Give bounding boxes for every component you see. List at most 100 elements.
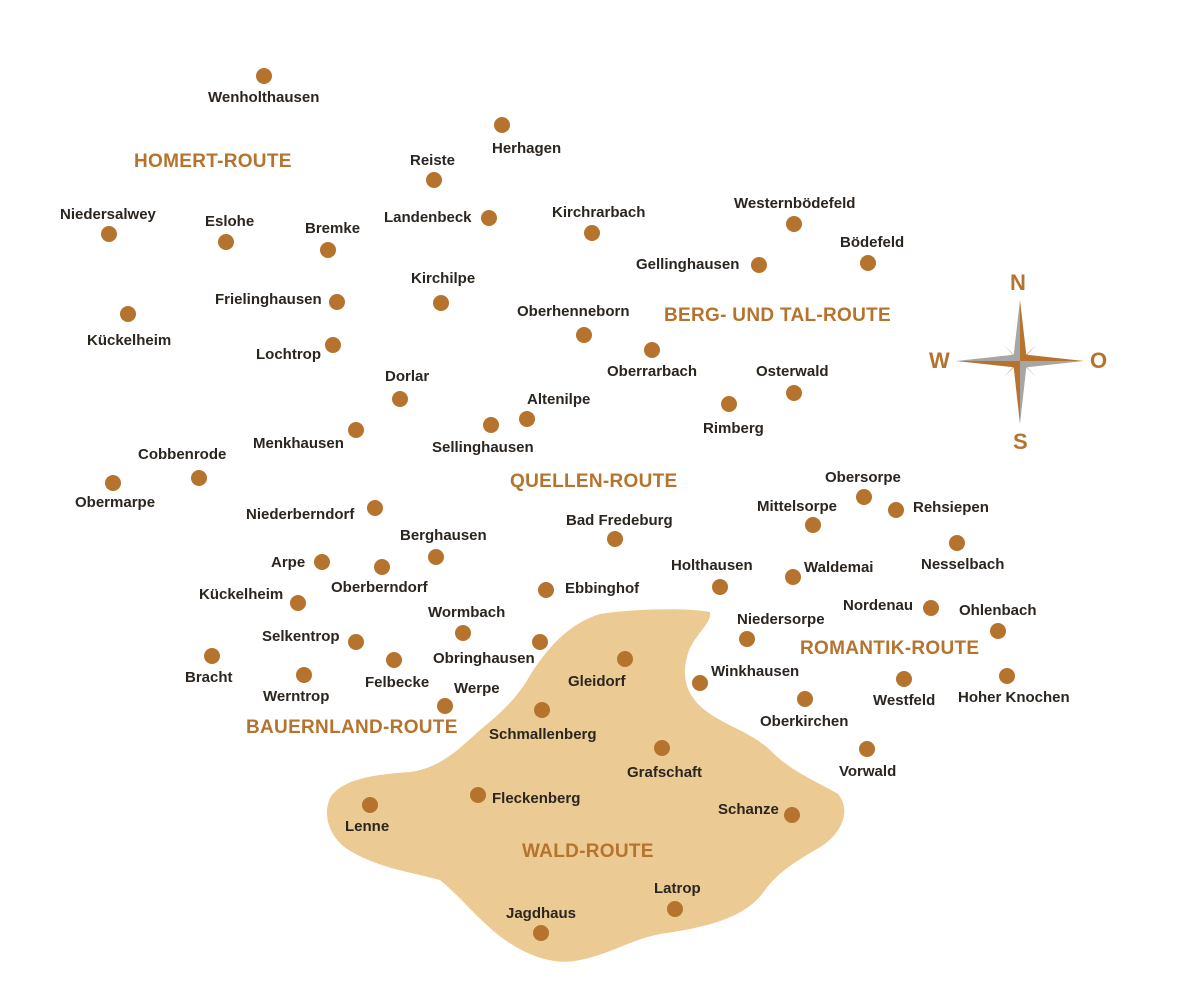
route-label-quellen[interactable]: QUELLEN-ROUTE [510, 471, 678, 492]
dot-obersorpe[interactable] [856, 489, 872, 505]
place-label-fleckenberg: Fleckenberg [492, 790, 581, 807]
dot-ohlenbach[interactable] [990, 623, 1006, 639]
place-label-nordenau: Nordenau [843, 597, 914, 614]
dot-wenholthausen[interactable] [256, 68, 272, 84]
dot-oberberndorf[interactable] [374, 559, 390, 575]
place-label-bremke: Bremke [305, 220, 361, 237]
dot-latrop[interactable] [667, 901, 683, 917]
dot-osterwald[interactable] [786, 385, 802, 401]
place-label-schmallenberg: Schmallenberg [489, 726, 597, 743]
place-label-boedefeld: Bödefeld [840, 234, 905, 251]
place-label-kirchilpe: Kirchilpe [411, 270, 476, 287]
dot-niedersorpe[interactable] [739, 631, 755, 647]
place-label-rimberg: Rimberg [703, 420, 764, 437]
place-label-lochtrop: Lochtrop [256, 346, 321, 363]
dot-westfeld[interactable] [896, 671, 912, 687]
route-label-romantik[interactable]: ROMANTIK-ROUTE [800, 638, 980, 659]
dot-fleckenberg[interactable] [470, 787, 486, 803]
dot-oberhenneborn[interactable] [576, 327, 592, 343]
place-label-selkentrop: Selkentrop [262, 628, 340, 645]
place-label-oberrarbach: Oberrarbach [607, 363, 698, 380]
place-label-landenbeck: Landenbeck [384, 209, 472, 226]
dot-jagdhaus[interactable] [533, 925, 549, 941]
compass-north-label: N [1010, 270, 1026, 295]
dot-eslohe[interactable] [218, 234, 234, 250]
place-label-frielinghausen: Frielinghausen [215, 291, 322, 308]
place-label-niederberndorf: Niederberndorf [246, 506, 355, 523]
place-label-nesselbach: Nesselbach [921, 556, 1005, 573]
dot-bracht[interactable] [204, 648, 220, 664]
dot-sellinghausen[interactable] [483, 417, 499, 433]
dot-grafschaft[interactable] [654, 740, 670, 756]
route-label-bauernland[interactable]: BAUERNLAND-ROUTE [246, 717, 458, 738]
dot-rimberg[interactable] [721, 396, 737, 412]
dot-felbecke[interactable] [386, 652, 402, 668]
place-label-obersorpe: Obersorpe [825, 469, 901, 486]
dot-lochtrop[interactable] [325, 337, 341, 353]
dot-vorwald[interactable] [859, 741, 875, 757]
dot-altenilpe[interactable] [519, 411, 535, 427]
dot-wormbach[interactable] [455, 625, 471, 641]
dot-reiste[interactable] [426, 172, 442, 188]
dot-gleidorf[interactable] [617, 651, 633, 667]
place-label-ohlenbach: Ohlenbach [959, 602, 1037, 619]
dot-berghausen[interactable] [428, 549, 444, 565]
route-label-wald[interactable]: WALD-ROUTE [522, 841, 654, 862]
dot-boedefeld[interactable] [860, 255, 876, 271]
dot-nordenau[interactable] [923, 600, 939, 616]
dot-schmallenberg[interactable] [534, 702, 550, 718]
dot-hoher-knochen[interactable] [999, 668, 1015, 684]
dot-ebbinghof[interactable] [538, 582, 554, 598]
dot-lenne[interactable] [362, 797, 378, 813]
dot-schanze[interactable] [784, 807, 800, 823]
dot-werntrop[interactable] [296, 667, 312, 683]
place-label-cobbenrode: Cobbenrode [138, 446, 227, 463]
place-label-wormbach: Wormbach [428, 604, 506, 621]
dot-herhagen[interactable] [494, 117, 510, 133]
dot-frielinghausen[interactable] [329, 294, 345, 310]
place-label-felbecke: Felbecke [365, 674, 430, 691]
dot-bremke[interactable] [320, 242, 336, 258]
dot-bad-fredeburg[interactable] [607, 531, 623, 547]
dot-cobbenrode[interactable] [191, 470, 207, 486]
dot-oberrarbach[interactable] [644, 342, 660, 358]
dot-waldemai[interactable] [785, 569, 801, 585]
place-label-berghausen: Berghausen [400, 527, 487, 544]
dot-niedersalwey[interactable] [101, 226, 117, 242]
dot-obermarpe[interactable] [105, 475, 121, 491]
dot-westernboedefeld[interactable] [786, 216, 802, 232]
dot-winkhausen[interactable] [692, 675, 708, 691]
route-label-homert[interactable]: HOMERT-ROUTE [134, 151, 292, 172]
dot-menkhausen[interactable] [348, 422, 364, 438]
dot-dorlar[interactable] [392, 391, 408, 407]
place-label-dorlar: Dorlar [385, 368, 430, 385]
dot-holthausen[interactable] [712, 579, 728, 595]
place-label-grafschaft: Grafschaft [627, 764, 703, 781]
place-label-holthausen: Holthausen [671, 557, 753, 574]
dot-oberkirchen[interactable] [797, 691, 813, 707]
dot-rehsiepen[interactable] [888, 502, 904, 518]
dot-gellinghausen[interactable] [751, 257, 767, 273]
dot-selkentrop[interactable] [348, 634, 364, 650]
dot-obringhausen[interactable] [532, 634, 548, 650]
dot-kueckelheim-north[interactable] [120, 306, 136, 322]
place-label-gellinghausen: Gellinghausen [636, 256, 740, 273]
dot-nesselbach[interactable] [949, 535, 965, 551]
place-label-bracht: Bracht [185, 669, 233, 686]
dot-mittelsorpe[interactable] [805, 517, 821, 533]
place-label-arpe: Arpe [271, 554, 306, 571]
dot-landenbeck[interactable] [481, 210, 497, 226]
place-label-werntrop: Werntrop [263, 688, 330, 705]
place-label-herhagen: Herhagen [492, 140, 562, 157]
dot-kueckelheim-south[interactable] [290, 595, 306, 611]
dot-kirchilpe[interactable] [433, 295, 449, 311]
dot-arpe[interactable] [314, 554, 330, 570]
dot-kirchrarbach[interactable] [584, 225, 600, 241]
route-label-berg-tal[interactable]: BERG- UND TAL-ROUTE [664, 305, 891, 326]
dot-niederberndorf[interactable] [367, 500, 383, 516]
place-label-jagdhaus: Jagdhaus [506, 905, 577, 922]
place-label-kueckelheim-south: Kückelheim [199, 586, 284, 603]
dot-werpe[interactable] [437, 698, 453, 714]
